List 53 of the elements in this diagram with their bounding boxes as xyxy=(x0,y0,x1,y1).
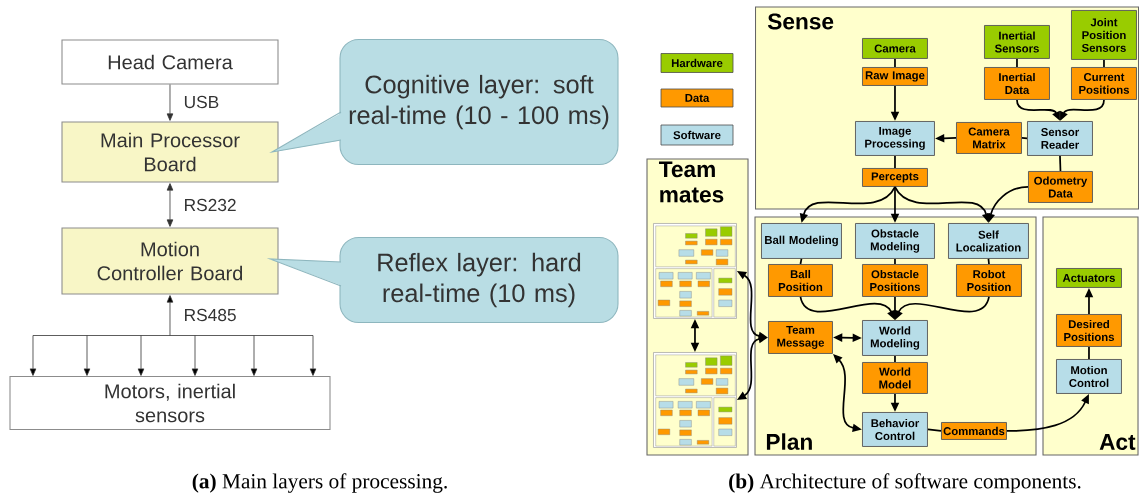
software-box: Ball Modeling xyxy=(761,223,842,259)
hardware-box: Actuators xyxy=(1056,268,1122,288)
arrow xyxy=(166,84,174,121)
software-box: Obstacle Modeling xyxy=(855,223,935,259)
arrow xyxy=(29,295,317,376)
hardware-box: Camera xyxy=(862,38,928,59)
caption: (a) Main layers of processing. xyxy=(192,473,447,493)
connector xyxy=(1103,59,1105,68)
software-box: Self Localization xyxy=(948,223,1029,259)
software-box: Behavior Control xyxy=(862,412,928,447)
data-box: Percepts xyxy=(862,168,928,187)
data-box: Obstacle Positions xyxy=(862,264,928,297)
connector xyxy=(894,155,896,169)
connector xyxy=(1021,137,1028,140)
device-box: Head Camera xyxy=(61,39,279,85)
connector xyxy=(1059,155,1062,172)
data-box: Odometry Data xyxy=(1028,171,1093,203)
edge-label: USB xyxy=(182,94,221,110)
connector xyxy=(927,428,942,432)
connector xyxy=(1016,58,1018,68)
edge-label: RS485 xyxy=(182,307,238,323)
edge-label: RS232 xyxy=(182,197,238,213)
connector xyxy=(987,258,990,265)
connector xyxy=(894,58,896,68)
callout-bubble: Reflex layer: hard real-time (10 ms) xyxy=(266,236,619,324)
diagram-thumbnail-drawing xyxy=(653,352,737,448)
data-box: Raw Image xyxy=(862,67,928,86)
data-box: Commands xyxy=(941,422,1007,440)
software-box: World Modeling xyxy=(862,320,928,356)
callout-bubble: Cognitive layer: soft real-time (10 - 100 ms) xyxy=(269,38,619,166)
software-box: Motion Control xyxy=(1056,359,1122,394)
board-box: Motion Controller Board xyxy=(61,227,279,295)
board-box: Main Processor Board xyxy=(61,121,279,183)
hardware-box: Joint Position Sensors xyxy=(1071,10,1137,60)
data-box: Team Message xyxy=(768,321,833,354)
data-box: Camera Matrix xyxy=(956,122,1022,154)
data-box: Inertial Data xyxy=(984,67,1050,100)
connector xyxy=(894,355,896,363)
device-box: Motors, inertial sensors xyxy=(9,375,331,431)
connector xyxy=(799,258,803,265)
data-box: Robot Position xyxy=(956,264,1022,297)
data-box: Current Positions xyxy=(1071,67,1137,100)
data-box: World Model xyxy=(862,362,928,394)
connector xyxy=(1088,346,1090,360)
arrow xyxy=(166,183,174,227)
software-box: Sensor Reader xyxy=(1027,121,1093,156)
data-box: Ball Position xyxy=(768,264,833,297)
caption: (b) Architecture of software components. xyxy=(729,473,1081,493)
data-box: Desired Positions xyxy=(1056,314,1122,347)
software-box: Image Processing xyxy=(855,121,935,156)
diagram-thumbnail-drawing xyxy=(653,223,737,319)
connector xyxy=(894,258,896,265)
hardware-box: Inertial Sensors xyxy=(984,25,1050,59)
